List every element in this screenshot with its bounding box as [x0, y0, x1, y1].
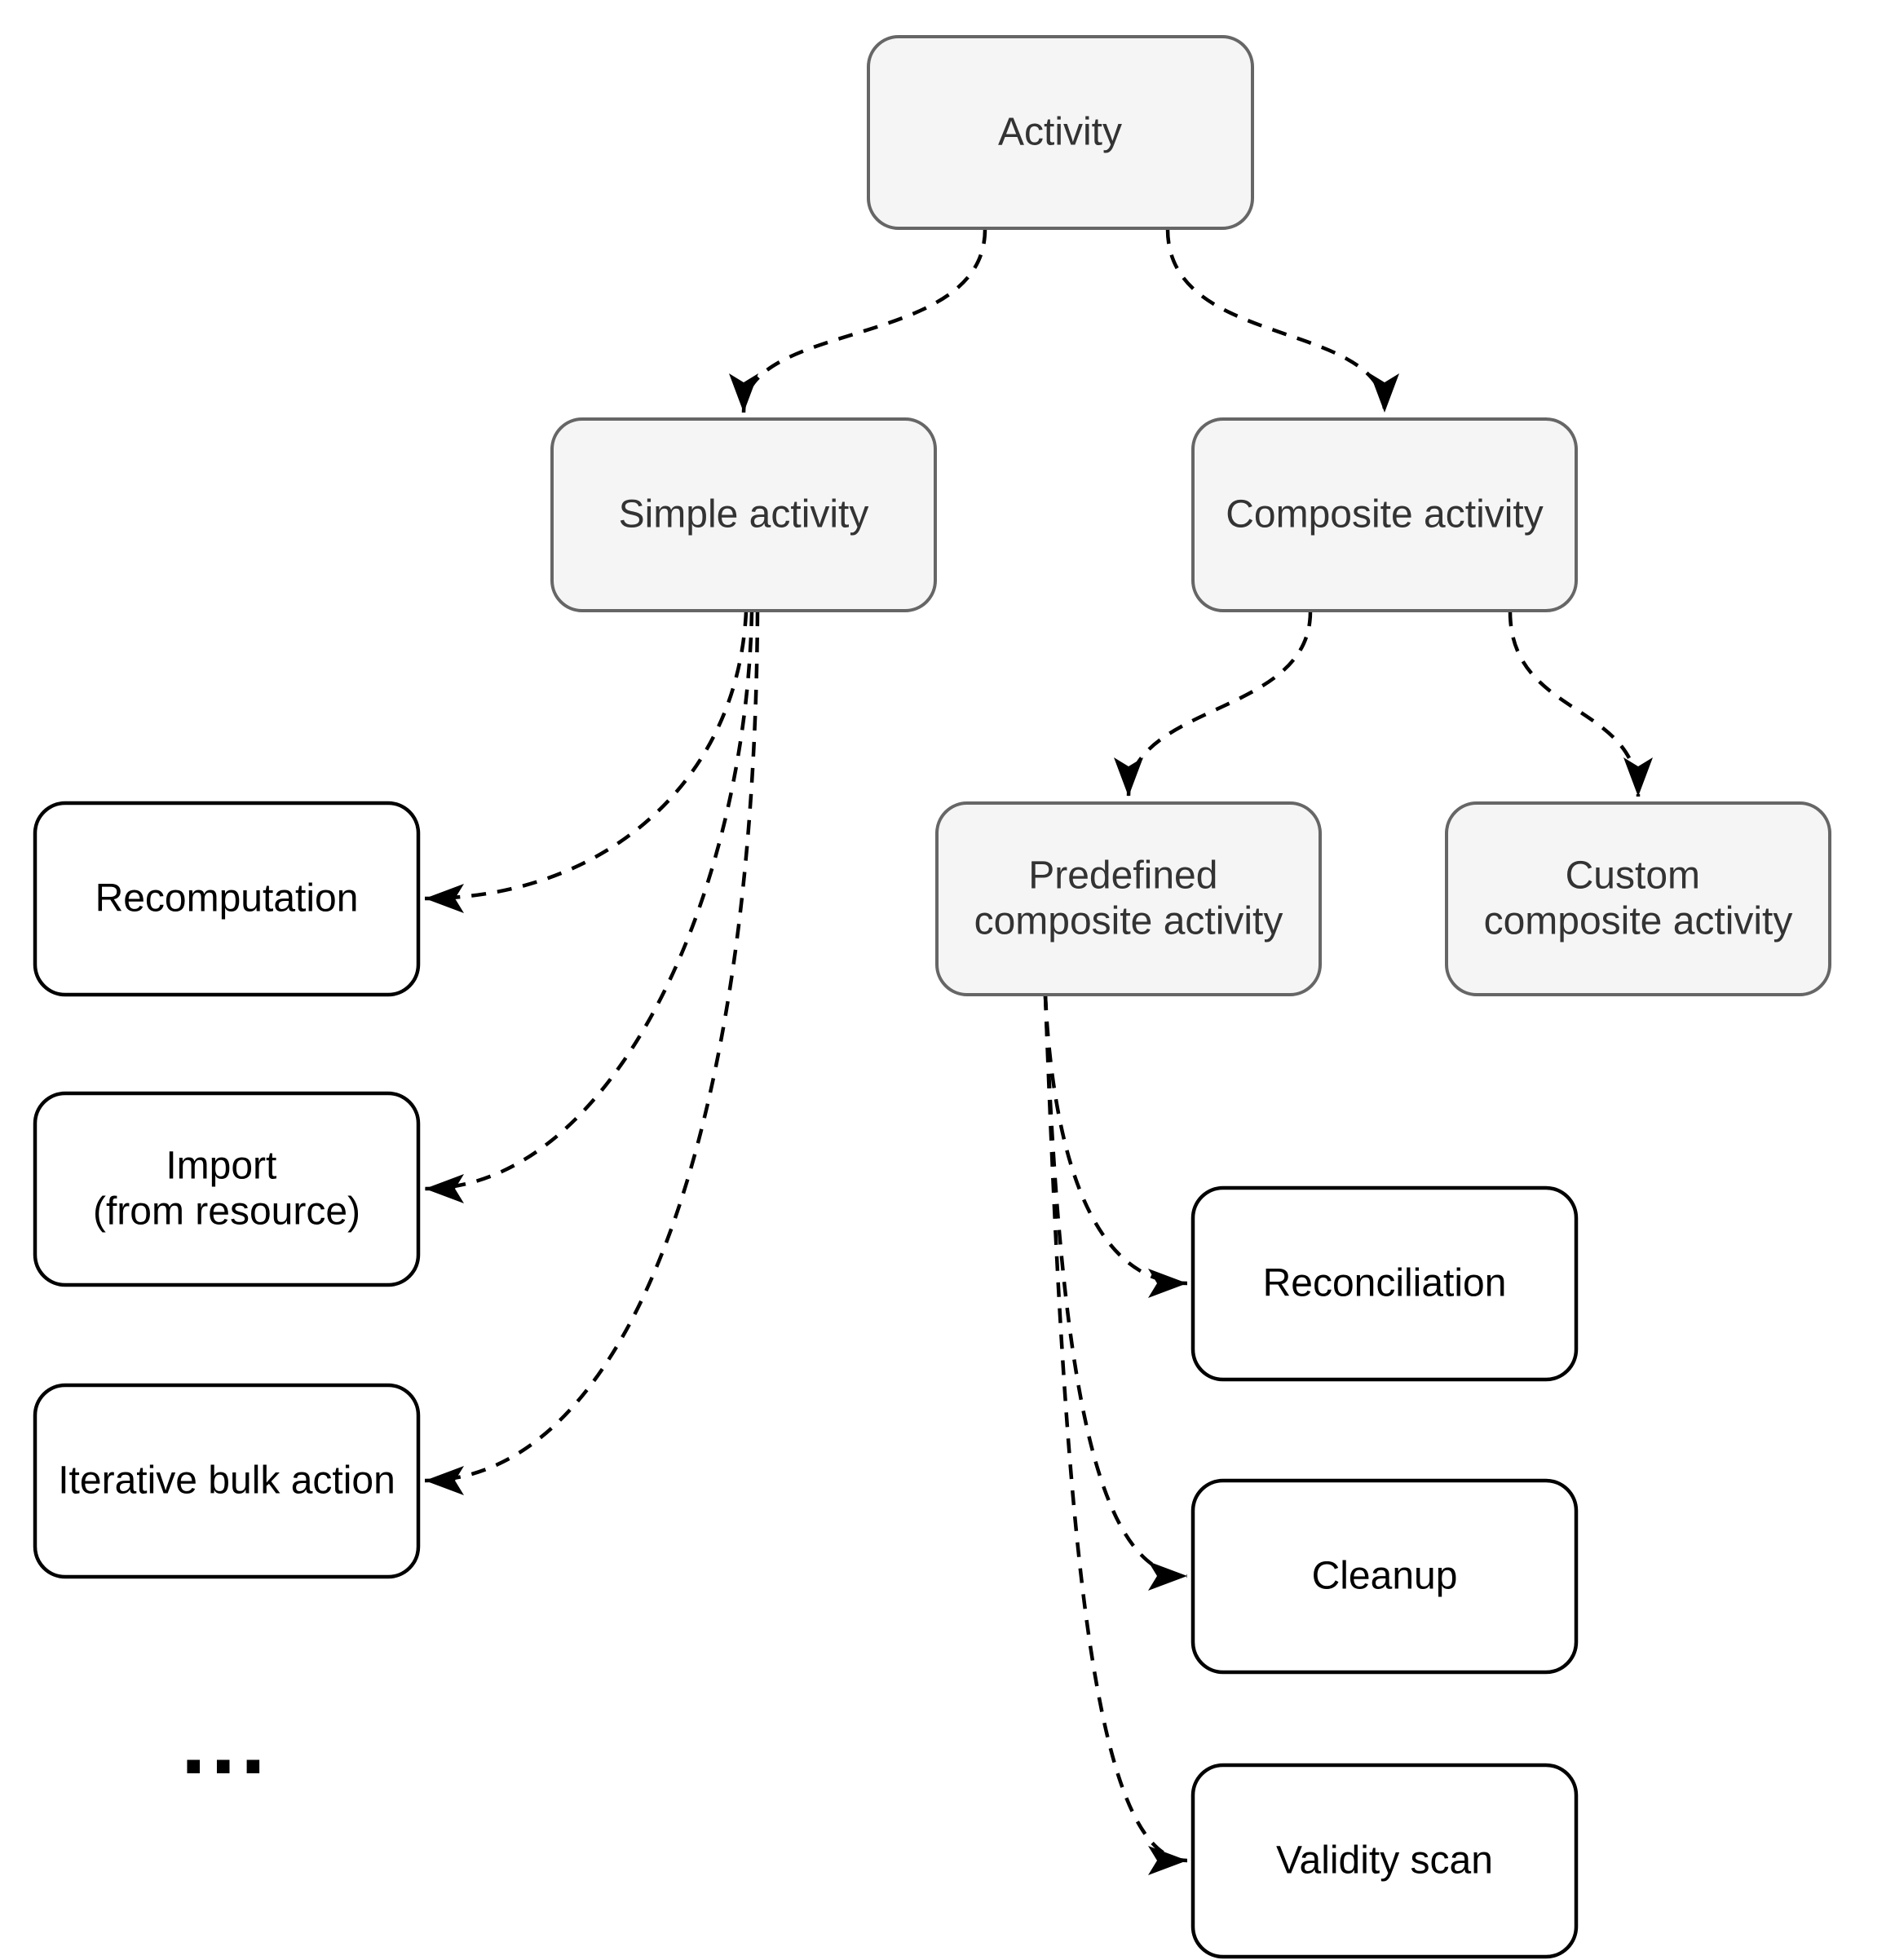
- node-predefined-composite-activity-box: [935, 801, 1322, 996]
- node-predefined-composite-activity: Predefined composite activity: [935, 801, 1322, 996]
- node-reconciliation-box: [1190, 1185, 1579, 1382]
- node-iterative-bulk-action-label: Iterative bulk action: [58, 1459, 395, 1503]
- edge-simple-to-iterative-bulk-action: [424, 611, 760, 1495]
- node-composite-activity-label: Composite activity: [1226, 493, 1543, 536]
- node-cleanup-label: Cleanup: [1312, 1555, 1458, 1598]
- node-custom-composite-activity-box: [1445, 801, 1831, 996]
- edges-layer: [424, 228, 1653, 1875]
- node-custom-composite-activity-label: Custom composite activity: [1484, 841, 1793, 943]
- node-recomputation-box: [33, 801, 421, 997]
- node-composite-activity-box: [1191, 417, 1578, 612]
- custom-line1: Custom: [1566, 854, 1700, 898]
- node-simple-activity: Simple activity: [550, 417, 937, 612]
- node-activity-box: [867, 35, 1254, 230]
- node-validity-scan-label: Validity scan: [1276, 1839, 1493, 1883]
- node-iterative-bulk-action: Iterative bulk action: [33, 1383, 421, 1579]
- edge-predefined-to-validity-scan: [1043, 995, 1188, 1875]
- node-cleanup-box: [1190, 1478, 1579, 1675]
- import-line1: Import: [166, 1145, 276, 1188]
- edge-composite-to-predefined: [1114, 611, 1313, 797]
- node-reconciliation: Reconciliation: [1190, 1185, 1579, 1382]
- edge-predefined-to-reconciliation: [1043, 995, 1188, 1298]
- node-simple-activity-box: [550, 417, 937, 612]
- node-import-from-resource-label: Import (from resource): [93, 1132, 360, 1234]
- ellipsis: ...: [181, 1693, 271, 1793]
- node-reconciliation-label: Reconciliation: [1263, 1262, 1507, 1305]
- custom-line2: composite activity: [1484, 900, 1793, 943]
- node-cleanup: Cleanup: [1190, 1478, 1579, 1675]
- node-activity-label: Activity: [998, 111, 1122, 154]
- edge-activity-to-simple-activity: [729, 228, 987, 413]
- node-validity-scan: Validity scan: [1190, 1763, 1579, 1959]
- edge-simple-to-recomputation: [424, 611, 749, 913]
- edge-composite-to-custom: [1508, 611, 1653, 797]
- edge-activity-to-composite-activity: [1165, 228, 1399, 413]
- edge-predefined-to-cleanup: [1043, 995, 1188, 1591]
- node-custom-composite-activity: Custom composite activity: [1445, 801, 1831, 996]
- predefined-line2: composite activity: [974, 900, 1283, 943]
- node-iterative-bulk-action-box: [33, 1383, 421, 1579]
- predefined-line1: Predefined: [1028, 854, 1217, 898]
- node-simple-activity-label: Simple activity: [619, 493, 869, 536]
- import-line2: (from resource): [93, 1190, 360, 1234]
- node-import-from-resource-box: [33, 1091, 421, 1287]
- node-validity-scan-box: [1190, 1763, 1579, 1959]
- node-activity: Activity: [867, 35, 1254, 230]
- edge-simple-to-import: [424, 611, 754, 1203]
- node-predefined-composite-activity-label: Predefined composite activity: [974, 841, 1283, 943]
- node-import-from-resource: Import (from resource): [33, 1091, 421, 1287]
- node-recomputation-label: Recomputation: [95, 877, 359, 920]
- node-composite-activity: Composite activity: [1191, 417, 1578, 612]
- node-recomputation: Recomputation: [33, 801, 421, 997]
